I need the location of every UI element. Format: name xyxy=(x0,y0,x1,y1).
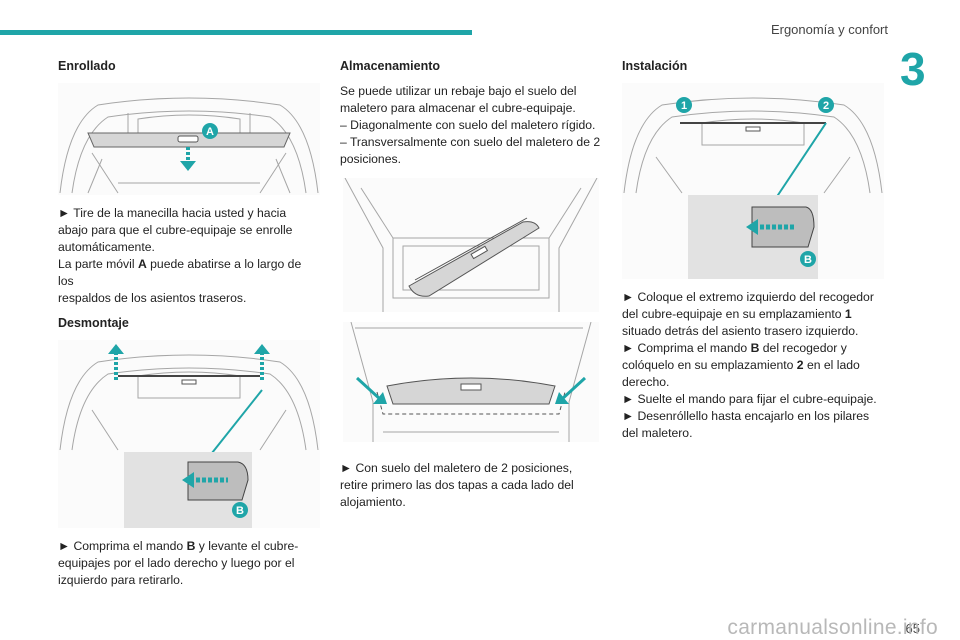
storage-transversal: – Transversalmente con suelo del maleter… xyxy=(340,135,601,166)
text-line: y levante el cubre- xyxy=(195,539,299,553)
figure-diagonal-storage xyxy=(343,178,599,312)
figure-installation: 1 2 B xyxy=(622,83,884,279)
column-almacenamiento: Almacenamiento Se puede utilizar un reba… xyxy=(340,58,602,511)
heading-instalacion: Instalación xyxy=(622,59,688,73)
text-step: ► Suelte el mando para fijar el cubre-eq… xyxy=(622,392,877,406)
text-line: ► Comprima el mando xyxy=(58,539,187,553)
chapter-number: 3 xyxy=(900,43,926,95)
ref-b: B xyxy=(750,341,760,355)
ref-1: 1 xyxy=(844,307,852,321)
page-number: 65 xyxy=(905,621,920,636)
text-step: del recogedor y colóquelo en su emplazam… xyxy=(622,341,847,372)
figure-rolling-cover: A xyxy=(58,83,320,195)
figure-removal: B xyxy=(58,340,320,528)
instruction-pull-handle: ► Tire de la manecilla hacia usted y hac… xyxy=(58,205,320,307)
text-step: ► Desenróllello hasta encajarlo en los p… xyxy=(622,409,870,440)
text-step: ► Coloque el extremo izquierdo del recog… xyxy=(622,290,874,321)
badge-1: 1 xyxy=(681,100,687,112)
badge-b: B xyxy=(236,505,244,517)
text-line: equipajes por el lado derecho y luego po… xyxy=(58,556,295,570)
text-step: ► Comprima el mando xyxy=(622,341,751,355)
heading-almacenamiento: Almacenamiento xyxy=(340,59,441,73)
text-line: izquierdo para retirarlo. xyxy=(58,573,184,587)
text-line: automáticamente. xyxy=(58,240,155,254)
header-accent-bar xyxy=(0,30,472,35)
column-enrollado-desmontaje: Enrollado A ► Tire de la manecilla hacia… xyxy=(58,58,320,589)
badge-2: 2 xyxy=(823,100,829,112)
column-instalacion: Instalación 1 2 B ► Coloque el extremo i… xyxy=(622,58,884,442)
text-line: ► Tire de la manecilla hacia usted y hac… xyxy=(58,206,287,220)
section-title: Ergonomía y confort xyxy=(770,22,888,37)
installation-steps: ► Coloque el extremo izquierdo del recog… xyxy=(622,289,884,442)
storage-diagonal: – Diagonalmente con suelo del maletero r… xyxy=(340,118,596,132)
badge-b: B xyxy=(804,254,812,266)
storage-intro: Se puede utilizar un rebaje bajo el suel… xyxy=(340,84,577,115)
instruction-remove-covers: ► Con suelo del maletero de 2 posiciones… xyxy=(340,461,574,509)
ref-a: A xyxy=(137,257,147,271)
figure-transversal-storage xyxy=(343,322,599,442)
ref-2: 2 xyxy=(796,358,804,372)
text-step: en el lado derecho. xyxy=(622,358,860,389)
watermark: carmanualsonline.info xyxy=(727,616,938,639)
text-step: situado detrás del asiento trasero izqui… xyxy=(622,324,859,338)
text-line: puede abatirse a lo largo de los xyxy=(58,257,302,288)
instruction-press-b: ► Comprima el mando B y levante el cubre… xyxy=(58,538,320,589)
text-line: respaldos de los asientos traseros. xyxy=(58,291,247,305)
badge-a: A xyxy=(206,126,214,138)
ref-b: B xyxy=(186,539,196,553)
text-line: La parte móvil xyxy=(58,257,138,271)
heading-enrollado: Enrollado xyxy=(58,59,116,73)
heading-desmontaje: Desmontaje xyxy=(58,316,129,330)
text-line: abajo para que el cubre-equipaje se enro… xyxy=(58,223,293,237)
